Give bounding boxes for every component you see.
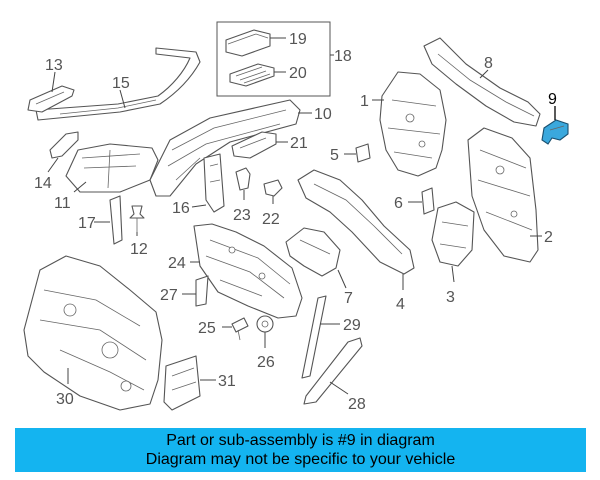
part-3 xyxy=(431,201,475,267)
banner-line-1: Part or sub-assembly is #9 in diagram xyxy=(166,432,435,449)
callout-15: 15 xyxy=(112,75,130,92)
callout-24: 24 xyxy=(168,255,186,272)
part-24 xyxy=(193,223,303,319)
callout-25: 25 xyxy=(198,320,216,337)
callout-16: 16 xyxy=(172,200,190,217)
part-9-highlighted xyxy=(541,119,569,145)
callout-22: 22 xyxy=(262,211,280,228)
callout-2: 2 xyxy=(544,229,553,246)
part-22 xyxy=(263,179,283,197)
callout-3: 3 xyxy=(446,289,455,306)
callout-26: 26 xyxy=(257,354,275,371)
callout-14: 14 xyxy=(34,175,52,192)
callout-21: 21 xyxy=(290,135,308,152)
callout-12: 12 xyxy=(130,241,148,258)
callout-5: 5 xyxy=(330,147,339,164)
part-14 xyxy=(49,131,79,159)
part-8 xyxy=(423,37,541,127)
part-30 xyxy=(23,255,163,411)
callout-29: 29 xyxy=(343,317,361,334)
part-25 xyxy=(231,317,249,341)
part-17 xyxy=(109,195,123,245)
callout-23: 23 xyxy=(233,207,251,224)
part-1 xyxy=(379,71,447,177)
part-28 xyxy=(303,337,363,405)
callout-9: 9 xyxy=(548,91,557,108)
part-20 xyxy=(229,63,275,87)
part-27 xyxy=(195,275,209,307)
part-11 xyxy=(65,143,159,193)
part-12 xyxy=(129,205,145,232)
callout-28: 28 xyxy=(348,396,366,413)
callout-8: 8 xyxy=(484,55,493,72)
callout-10: 10 xyxy=(314,106,332,123)
part-21 xyxy=(231,131,277,159)
part-29 xyxy=(301,295,327,379)
part-2 xyxy=(467,127,539,263)
callout-20: 20 xyxy=(289,65,307,82)
callout-27: 27 xyxy=(160,287,178,304)
parts-diagram: 15 13 14 11 17 12 10 18 19 xyxy=(23,21,569,413)
callout-13: 13 xyxy=(45,57,63,74)
part-7 xyxy=(285,227,341,277)
part-10 xyxy=(149,99,301,197)
callout-30: 30 xyxy=(56,391,74,408)
part-23 xyxy=(235,167,251,191)
part-26 xyxy=(256,315,274,333)
part-15 xyxy=(35,47,201,121)
info-banner: Part or sub-assembly is #9 in diagram Di… xyxy=(15,428,586,472)
banner-line-2: Diagram may not be specific to your vehi… xyxy=(145,451,456,468)
callout-18: 18 xyxy=(334,48,352,65)
part-16 xyxy=(203,153,225,213)
assembly-18-box xyxy=(216,21,331,97)
part-6 xyxy=(421,187,435,215)
part-31 xyxy=(163,355,201,411)
part-5 xyxy=(355,143,371,163)
part-19 xyxy=(225,29,271,57)
callout-7: 7 xyxy=(344,290,353,307)
callout-31: 31 xyxy=(218,373,236,390)
callout-17: 17 xyxy=(78,215,96,232)
part-13 xyxy=(27,85,75,113)
callout-1: 1 xyxy=(360,93,369,110)
part-4 xyxy=(297,169,415,275)
callout-11: 11 xyxy=(54,195,71,212)
callout-4: 4 xyxy=(396,296,405,313)
callout-19: 19 xyxy=(289,31,307,48)
callout-6: 6 xyxy=(394,195,403,212)
